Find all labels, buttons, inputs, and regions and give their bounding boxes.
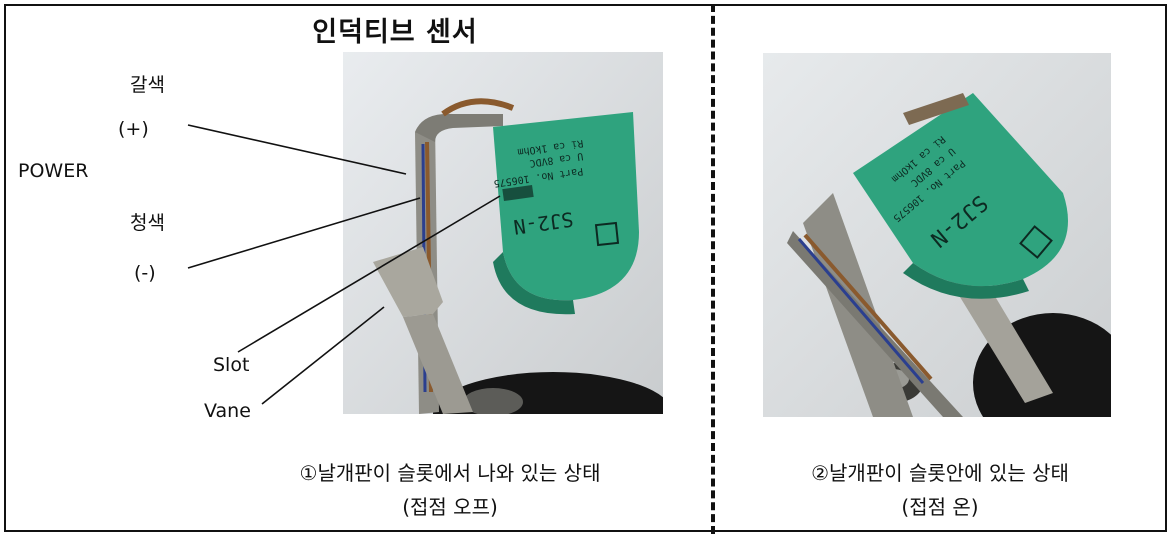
label-vane: Vane (204, 400, 251, 422)
label-blue-wire: 청색 (130, 212, 165, 234)
label-minus: (-) (134, 262, 156, 284)
caption-right: ②날개판이 슬롯안에 있는 상태 (접점 온) (720, 456, 1160, 524)
photo-vane-in-slot: SJ2-N Part No. 106575 U ca 8VDC Ri ca 1k… (763, 53, 1111, 417)
label-plus: (+) (118, 118, 149, 140)
figure-title: 인덕티브 센서 (312, 17, 478, 48)
caption-left-line1: ①날개판이 슬롯에서 나와 있는 상태 (299, 461, 601, 485)
caption-left: ①날개판이 슬롯에서 나와 있는 상태 (접점 오프) (200, 456, 700, 524)
caption-right-line1: ②날개판이 슬롯안에 있는 상태 (811, 461, 1069, 485)
label-brown-wire: 갈색 (130, 74, 165, 96)
caption-left-line2: (접점 오프) (402, 495, 498, 519)
caption-right-line2: (접점 온) (901, 495, 979, 519)
panel-divider (711, 4, 715, 534)
photo-vane-out-of-slot: SJ2-N Part No. 106575 U ca 8VDC Ri ca 1k… (343, 52, 663, 414)
figure-frame (4, 4, 1167, 532)
label-slot: Slot (213, 354, 250, 376)
label-power: POWER (18, 160, 89, 182)
